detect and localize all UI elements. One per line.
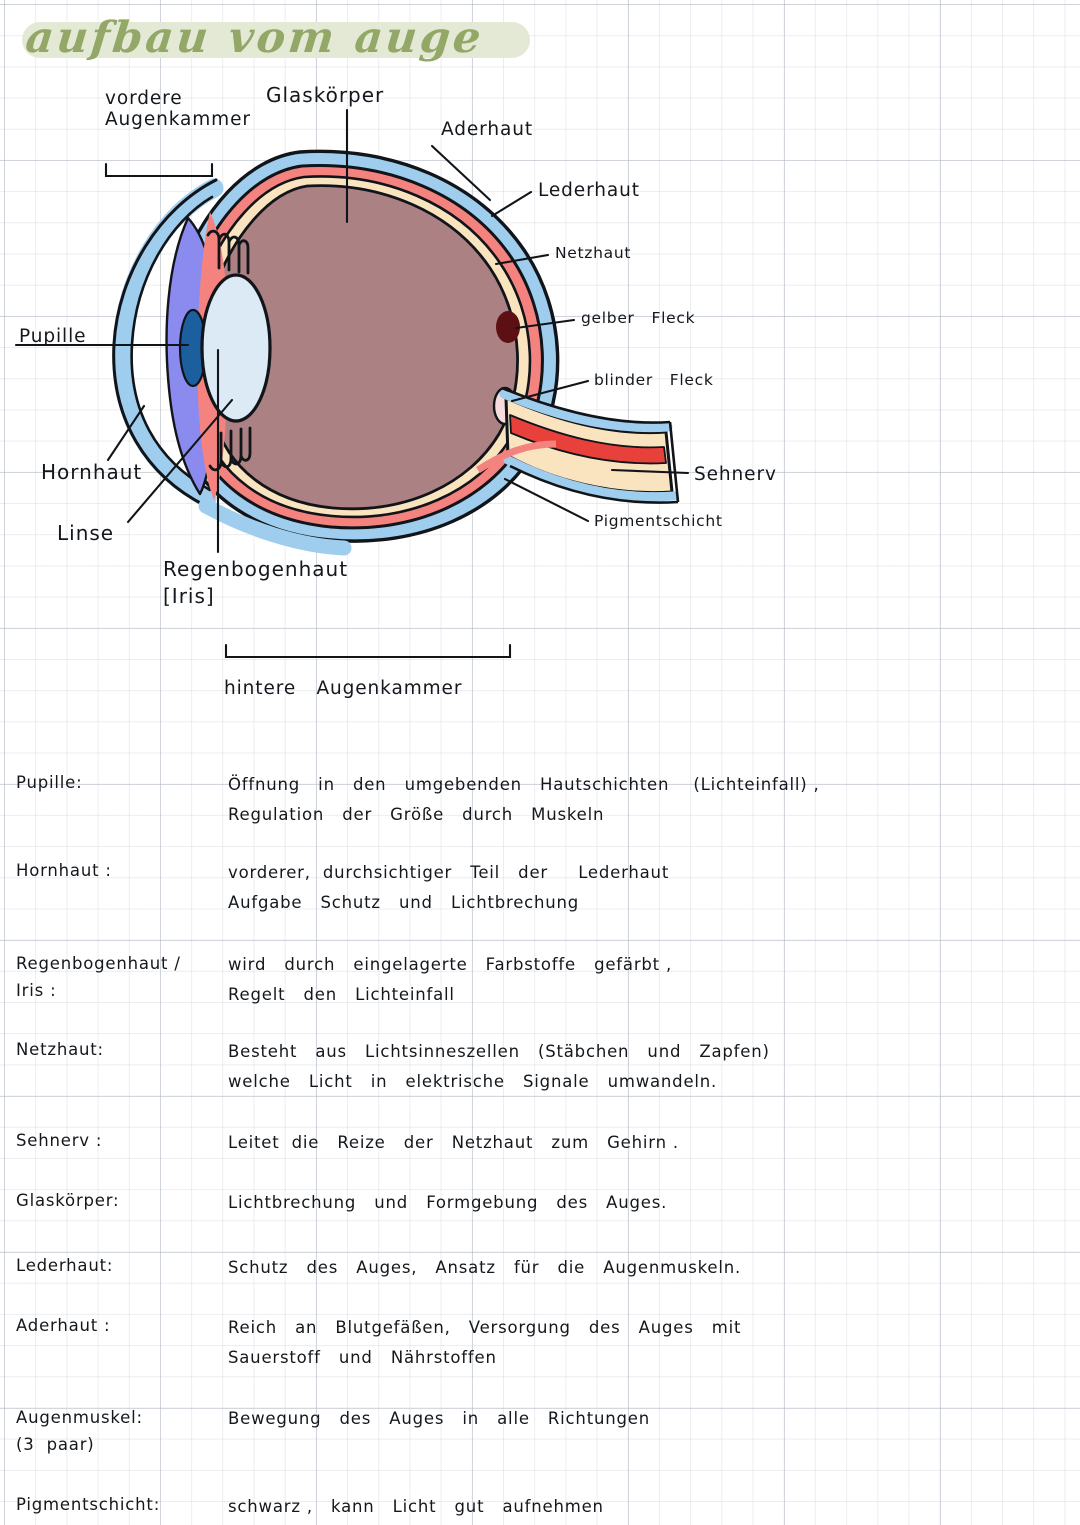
optic-nerve-end-cap — [668, 421, 680, 503]
definition-line: Lichtbrechung und Formgebung des Auges. — [228, 1193, 668, 1212]
definition-line: Besteht aus Lichtsinneszellen (Stäbchen … — [228, 1042, 770, 1061]
callout-leader-lines — [14, 108, 690, 659]
definition-body: vorderer, durchsichtiger Teil der Lederh… — [228, 858, 1068, 918]
callout-label-glaskoerper: Glaskörper — [266, 83, 385, 107]
definition-body: Besteht aus Lichtsinneszellen (Stäbchen … — [228, 1037, 1068, 1097]
ciliary-body-upper — [206, 229, 250, 275]
optic-nerve-outline-bottom — [509, 464, 679, 504]
callout-label-linse: Linse — [57, 521, 115, 545]
definition-line: Sauerstoff und Nährstoffen — [228, 1348, 497, 1367]
definition-term: Glaskörper: — [16, 1191, 120, 1210]
definition-line: vorderer, durchsichtiger Teil der Lederh… — [228, 863, 670, 882]
definition-term: Pupille: — [16, 773, 83, 792]
callout-label-lederhaut: Lederhaut — [538, 180, 640, 201]
macula-shape — [496, 311, 520, 343]
definition-body: wird durch eingelagerte Farbstoffe gefär… — [228, 950, 1068, 1010]
pigment-layer-shape — [476, 440, 557, 473]
leader-pigmentschicht — [503, 477, 590, 523]
cornea-tail — [198, 498, 352, 556]
callout-label-aderhaut: Aderhaut — [441, 119, 533, 140]
definition-line: Regulation der Größe durch Muskeln — [228, 805, 605, 824]
leader-hornhaut — [106, 404, 146, 462]
definition-term: Hornhaut : — [16, 861, 112, 880]
leader-linse — [126, 398, 234, 524]
definition-body: Bewegung des Auges in alle Richtungen — [228, 1404, 1068, 1434]
callout-label-gelber-fleck: gelber Fleck — [581, 309, 696, 327]
callout-label-pupille: Pupille — [19, 326, 87, 347]
optic-nerve-sheath-top — [499, 389, 673, 433]
callout-label-vordere-augenkammer: vordere Augenkammer — [105, 88, 251, 131]
definition-line: schwarz , kann Licht gut aufnehmen — [228, 1497, 604, 1516]
definition-body: Reich an Blutgefäßen, Versorgung des Aug… — [228, 1313, 1068, 1373]
definition-line: Öffnung in den umgebenden Hautschichten … — [228, 775, 820, 794]
optic-nerve-sheath-bottom — [503, 455, 679, 502]
leader-aderhaut — [430, 144, 492, 202]
callout-label-netzhaut: Netzhaut — [555, 244, 632, 262]
leader-sehnerv — [610, 468, 690, 475]
definition-term: Regenbogenhaut / Iris : — [16, 954, 181, 1000]
callout-label-sehnerv: Sehnerv — [694, 464, 777, 485]
definition-line: Reich an Blutgefäßen, Versorgung des Aug… — [228, 1318, 742, 1337]
definition-body: Leitet die Reize der Netzhaut zum Gehirn… — [228, 1128, 1068, 1158]
optic-nerve-outline-top — [501, 386, 671, 424]
definition-term: Sehnerv : — [16, 1131, 103, 1150]
definition-body: Öffnung in den umgebenden Hautschichten … — [228, 770, 1068, 830]
leader-gelber-fleck — [514, 318, 576, 330]
leader-netzhaut — [494, 253, 550, 266]
definition-term: Lederhaut: — [16, 1256, 114, 1275]
definition-line: Bewegung des Auges in alle Richtungen — [228, 1409, 650, 1428]
definition-term: Pigmentschicht: — [16, 1495, 161, 1514]
callout-label-pigmentschicht: Pigmentschicht — [594, 512, 723, 530]
leader-blinder-fleck — [510, 379, 590, 403]
callout-label-hornhaut: Hornhaut — [41, 460, 143, 484]
definition-line: Schutz des Auges, Ansatz für die Augenmu… — [228, 1258, 742, 1277]
definition-line: Aufgabe Schutz und Lichtbrechung — [228, 893, 580, 912]
leader-lederhaut — [490, 190, 533, 218]
callout-label-blinder-fleck: blinder Fleck — [594, 371, 714, 389]
definition-line: Leitet die Reize der Netzhaut zum Gehirn… — [228, 1133, 679, 1152]
eye-diagram — [112, 149, 680, 556]
definition-body: Lichtbrechung und Formgebung des Auges. — [228, 1188, 1068, 1218]
definition-term: Aderhaut : — [16, 1316, 111, 1335]
definition-line: Regelt den Lichteinfall — [228, 985, 455, 1004]
callout-label-regenbogenhaut: Regenbogenhaut [Iris] — [163, 557, 349, 608]
definition-line: wird durch eingelagerte Farbstoffe gefär… — [228, 955, 673, 974]
definition-term: Netzhaut: — [16, 1040, 104, 1059]
definition-body: schwarz , kann Licht gut aufnehmen — [228, 1492, 1068, 1522]
title-highlighter — [22, 22, 530, 58]
definition-line: welche Licht in elektrische Signale umwa… — [228, 1072, 718, 1091]
definition-term: Augenmuskel: (3 paar) — [16, 1408, 143, 1454]
bracket-hintere-augenkammer — [224, 643, 512, 659]
callout-label-hintere-augenkammer: hintere Augenkammer — [224, 678, 463, 699]
bracket-vordere-augenkammer — [104, 162, 214, 178]
definition-body: Schutz des Auges, Ansatz für die Augenmu… — [228, 1253, 1068, 1283]
